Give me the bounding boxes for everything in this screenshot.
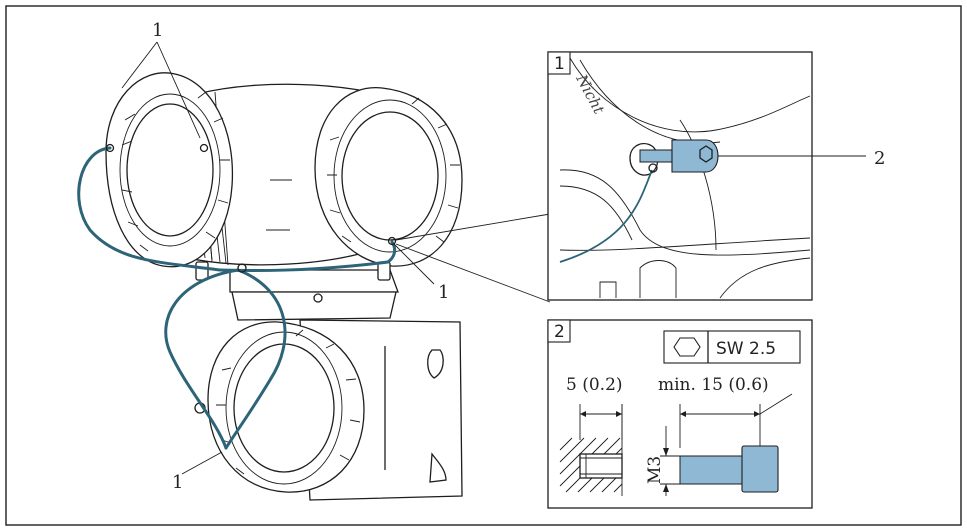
- callout-1-top: 1: [121, 20, 201, 139]
- wrench-size-box: [663, 330, 801, 364]
- display-cover: [194, 321, 365, 493]
- figure-frame: [5, 5, 962, 526]
- svg-text:5 (0.2): 5 (0.2): [566, 375, 623, 395]
- svg-text:2: 2: [874, 148, 885, 169]
- callout-2: 2: [718, 148, 885, 169]
- svg-text:1: 1: [438, 282, 449, 303]
- left-cover: [105, 72, 234, 268]
- callout-1-bottom: 1: [172, 451, 223, 493]
- svg-text:1: 1: [172, 472, 183, 493]
- svg-text:2: 2: [554, 322, 565, 342]
- svg-text:M3: M3: [645, 456, 665, 484]
- svg-text:min. 15 (0.6): min. 15 (0.6): [658, 375, 769, 395]
- securing-cable: [77, 146, 397, 450]
- hex-key-icon: [673, 337, 701, 357]
- svg-text:1: 1: [554, 54, 565, 74]
- detail-view-1: 1 Nicht: [547, 51, 813, 301]
- transmitter-housing: [77, 72, 463, 501]
- svg-text:1: 1: [152, 20, 163, 41]
- locking-screw-head: [671, 139, 719, 173]
- right-cover: [314, 87, 463, 267]
- screw-head: [741, 445, 779, 493]
- locking-screw-shaft: [639, 149, 675, 163]
- callout-1-right: 1: [393, 243, 449, 303]
- svg-text:SW 2.5: SW 2.5: [716, 339, 776, 359]
- detail-view-2: 2 SW 2.5 5 (0.2) min. 15 (0.6): [547, 319, 813, 509]
- screw-thread: [679, 455, 743, 485]
- detail-cable: [559, 169, 653, 263]
